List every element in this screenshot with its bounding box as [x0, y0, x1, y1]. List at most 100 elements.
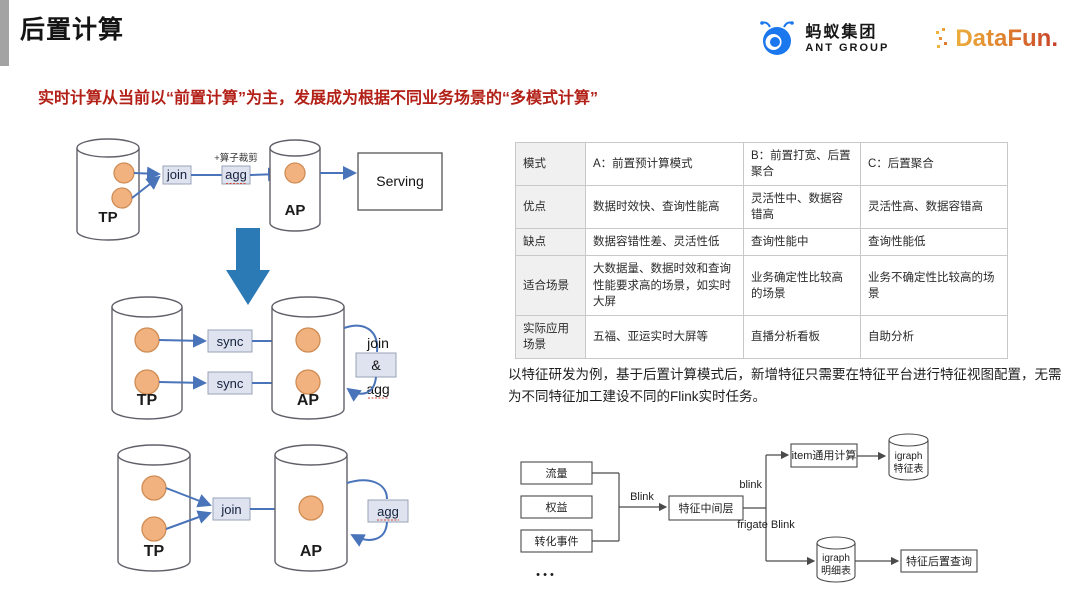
- ant-logo-text: 蚂蚁集团 ANT GROUP: [805, 23, 889, 55]
- datafun-logo-text: DataFun.: [955, 25, 1058, 52]
- feature-flow-diagram: 流量 权益 转化事件 • • • Blink 特征中间层 blink friga…: [520, 433, 978, 583]
- ap-data-node: [295, 369, 321, 395]
- ap-data-node: [298, 495, 324, 521]
- table-row: 缺点 数据容错性差、灵活性低 查询性能中 查询性能低: [515, 228, 1008, 257]
- tp-cylinder-top: [117, 444, 191, 466]
- sync-diagram: TP sync sync AP join & agg: [111, 296, 397, 420]
- join-agg-box: [355, 352, 397, 378]
- source-box-rights: [520, 495, 593, 519]
- detail-table-cylinder-top: [816, 536, 856, 550]
- loop-out-edge: [346, 479, 388, 500]
- edge-to-sync: [158, 375, 207, 390]
- post-compute-diagram: TP join AP agg: [117, 444, 409, 572]
- feature-paragraph: 以特征研发为例，基于后置计算模式后，新增特征只需要在特征平台进行特征视图配置，无…: [508, 367, 1062, 404]
- more-sources-ellipsis: • • •: [536, 569, 554, 581]
- detail-table-label-1: igraph: [822, 553, 850, 564]
- cell: 灵活性中、数据容错高: [743, 185, 861, 230]
- agg-label: agg: [366, 381, 389, 397]
- feature-table-cylinder: [888, 440, 929, 481]
- header-mode-b: B：前置打宽、后置聚合: [743, 141, 861, 187]
- feature-table-label-1: igraph: [895, 451, 923, 462]
- feature-table-label-2: 特征表: [894, 462, 924, 475]
- ap-label: AP: [285, 202, 306, 219]
- agg-note: +算子裁剪: [214, 152, 258, 164]
- sync-label: sync: [217, 334, 244, 349]
- ap-cylinder: [271, 307, 345, 420]
- cell: 数据容错性差、灵活性低: [585, 228, 744, 257]
- cell: 灵活性高、数据容错高: [860, 185, 1008, 230]
- table-row: 实际应用场景 五福、亚运实时大屏等 直播分析看板 自助分析: [515, 314, 1008, 359]
- merge-bracket: [592, 472, 620, 542]
- edge-blink-label: Blink: [630, 491, 654, 503]
- agg-label: agg: [225, 167, 247, 182]
- cell: 查询性能中: [743, 228, 861, 257]
- table-row: 优点 数据时效快、查询性能高 灵活性中、数据容错高 灵活性高、数据容错高: [515, 185, 1008, 230]
- tp-cylinder-top: [111, 296, 183, 318]
- tp-data-node: [134, 327, 160, 353]
- edge-to-join: [165, 510, 212, 530]
- edge-to-join: [131, 175, 161, 199]
- ap-cylinder: [269, 148, 321, 232]
- cell: 业务不确定性比较高的场景: [860, 255, 1008, 316]
- ap-cylinder-top: [269, 139, 321, 157]
- branch-bus: [743, 455, 767, 561]
- ap-label: AP: [300, 543, 323, 560]
- cell: 五福、亚运实时大屏等: [585, 314, 744, 359]
- join-label: join: [166, 167, 187, 182]
- ap-label: AP: [297, 392, 320, 409]
- ap-cylinder-top: [274, 444, 348, 466]
- row-label: 实际应用场景: [515, 314, 586, 359]
- join-label: join: [220, 502, 241, 517]
- ant-logo-en: ANT GROUP: [805, 42, 890, 54]
- agg-label: agg: [377, 504, 399, 519]
- ap-data-node: [284, 162, 306, 184]
- sync-label: sync: [217, 376, 244, 391]
- post-query-label: 特征后置查询: [906, 554, 972, 568]
- item-compute-label: item通用计算: [792, 448, 857, 462]
- tp-data-node: [141, 475, 167, 501]
- header-mode-a: A：前置预计算模式: [585, 141, 744, 187]
- feature-mid-layer-label: 特征中间层: [679, 501, 734, 515]
- ap-data-node: [295, 327, 321, 353]
- row-label: 适合场景: [515, 255, 586, 316]
- feature-table-cylinder-top: [888, 433, 929, 447]
- edge-to-join: [133, 166, 161, 181]
- serving-label: Serving: [376, 173, 423, 189]
- ant-logo-icon: [760, 21, 795, 55]
- ant-logo-cn: 蚂蚁集团: [805, 23, 878, 41]
- cell: 查询性能低: [860, 228, 1008, 257]
- source-label: 流量: [546, 466, 568, 480]
- evolution-diagram: TP join +算子裁剪 agg AP Serving T: [76, 138, 443, 572]
- table-row: 模式 A：前置预计算模式 B：前置打宽、后置聚合 C：后置聚合: [515, 141, 1008, 187]
- detail-table-cylinder: [816, 543, 856, 583]
- loop-back-edge: [346, 376, 377, 402]
- header-mode: 模式: [515, 141, 586, 187]
- edge-blink-lower-label: blink: [739, 479, 762, 491]
- detail-table-label-2: 明细表: [821, 564, 851, 577]
- tp-label: TP: [144, 543, 165, 560]
- source-label: 转化事件: [535, 534, 579, 548]
- tp-cylinder-top: [76, 138, 140, 158]
- ant-group-logo: 蚂蚁集团 ANT GROUP: [757, 18, 889, 60]
- datafun-logo: DataFun.: [935, 25, 1058, 53]
- serving-box: [357, 152, 443, 211]
- loop-back-edge: [350, 521, 388, 547]
- cell: 数据时效快、查询性能高: [585, 185, 744, 230]
- pre-compute-diagram: TP join +算子裁剪 agg AP Serving: [76, 138, 443, 241]
- tp-data-node: [141, 516, 167, 542]
- tp-label: TP: [137, 392, 158, 409]
- table-row: 适合场景 大数据量、数据时效和查询性能要求高的场景，如实时大屏 业务确定性比较高…: [515, 255, 1008, 316]
- tp-cylinder: [117, 455, 191, 572]
- row-label: 优点: [515, 185, 586, 230]
- post-query-box: [900, 549, 978, 573]
- comparison-table: 模式 A：前置预计算模式 B：前置打宽、后置聚合 C：后置聚合 优点 数据时效快…: [515, 141, 1008, 359]
- row-label: 缺点: [515, 228, 586, 257]
- tp-data-node: [113, 162, 135, 184]
- big-down-arrow: [226, 228, 270, 305]
- edge-frigate-label: frigate Blink: [737, 519, 795, 531]
- agg-box: [367, 499, 409, 523]
- page-title: 后置计算: [20, 16, 125, 44]
- tp-data-node: [111, 187, 133, 209]
- header-mode-c: C：后置聚合: [860, 141, 1008, 187]
